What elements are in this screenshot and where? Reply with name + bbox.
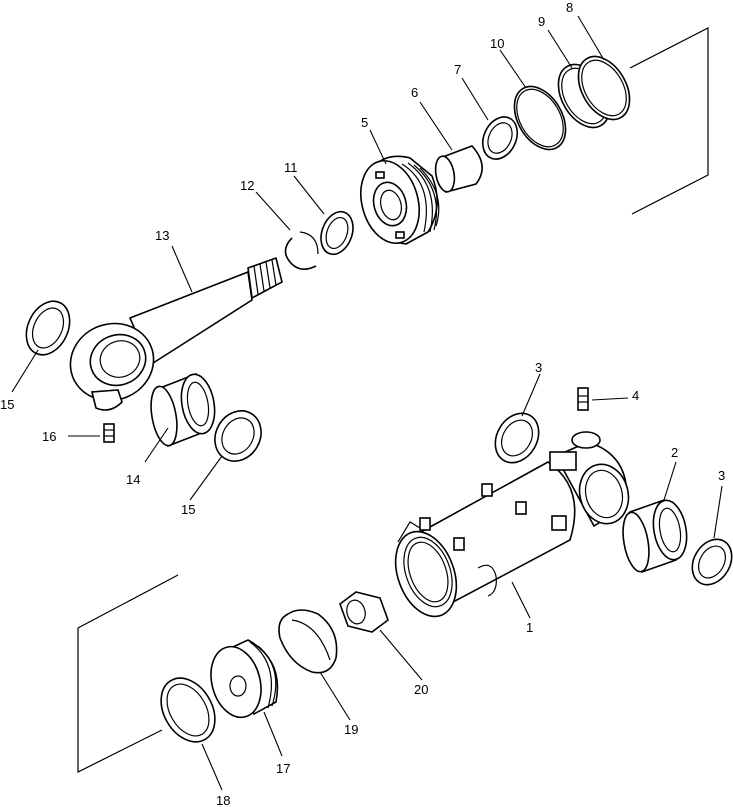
seal-ring-18 bbox=[160, 677, 216, 743]
bearing-ring-3-right bbox=[691, 538, 733, 586]
snap-ring-12 bbox=[284, 231, 319, 270]
piston-head-17 bbox=[210, 639, 279, 719]
bearing-ring-3-upper bbox=[494, 412, 540, 464]
cover-19 bbox=[278, 609, 338, 674]
label-part-6: 6 bbox=[411, 85, 418, 100]
cylinder-bottom-eye bbox=[549, 431, 630, 528]
wear-ring-6 bbox=[434, 145, 483, 193]
bearing-ring-lower bbox=[214, 410, 262, 462]
label-part-7: 7 bbox=[454, 62, 461, 77]
ring-11 bbox=[320, 210, 354, 256]
frame-line-bottom-left bbox=[77, 574, 179, 773]
label-part-9: 9 bbox=[538, 14, 545, 29]
label-part-3-right: 3 bbox=[718, 468, 725, 483]
label-part-18: 18 bbox=[216, 793, 230, 807]
cylinder-tube-1 bbox=[394, 461, 576, 618]
leader-lines bbox=[11, 15, 723, 791]
label-part-10: 10 bbox=[490, 36, 504, 51]
label-part-13: 13 bbox=[155, 228, 169, 243]
ring-7 bbox=[481, 116, 519, 160]
label-part-15-lower: 15 bbox=[181, 502, 195, 517]
label-part-5: 5 bbox=[361, 115, 368, 130]
label-part-14: 14 bbox=[126, 472, 140, 487]
label-part-15-left: 15 bbox=[0, 397, 14, 412]
bearing-ring-left bbox=[25, 300, 71, 356]
label-part-1: 1 bbox=[526, 620, 533, 635]
frame-line-top-right bbox=[629, 27, 709, 215]
o-ring-10 bbox=[513, 85, 567, 151]
label-part-17: 17 bbox=[276, 761, 290, 776]
label-part-20: 20 bbox=[414, 682, 428, 697]
nut-20 bbox=[339, 591, 389, 633]
label-part-12: 12 bbox=[240, 178, 254, 193]
piston-5 bbox=[360, 155, 440, 245]
grease-fitting-4 bbox=[577, 387, 589, 411]
seal-ring-8 bbox=[577, 55, 631, 121]
label-part-2: 2 bbox=[671, 445, 678, 460]
bushing-14 bbox=[150, 372, 216, 448]
label-part-19: 19 bbox=[344, 722, 358, 737]
bushing-2 bbox=[622, 498, 688, 574]
label-part-8: 8 bbox=[566, 0, 573, 15]
piston-rod bbox=[69, 256, 283, 411]
label-part-16: 16 bbox=[42, 429, 56, 444]
label-part-3-upper: 3 bbox=[535, 360, 542, 375]
label-part-4: 4 bbox=[632, 388, 639, 403]
grease-fitting-16 bbox=[103, 423, 115, 443]
label-part-11: 11 bbox=[284, 160, 298, 175]
